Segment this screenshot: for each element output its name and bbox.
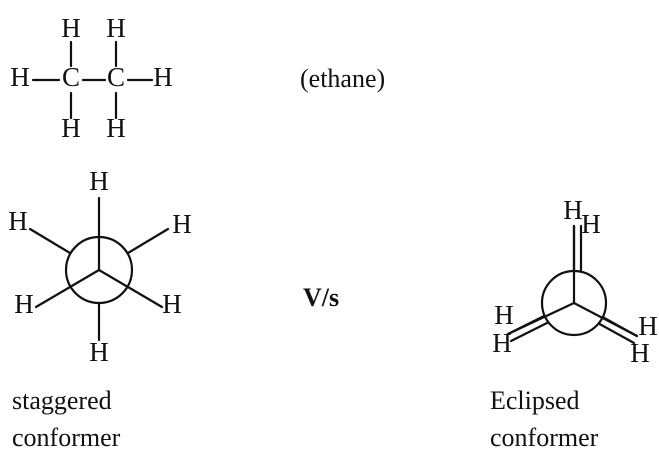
eclipsed-caption-line1: Eclipsed xyxy=(490,386,580,415)
front-bond-lower-left-ext xyxy=(34,285,72,309)
hydrogen-atom: H xyxy=(106,13,126,43)
hydrogen-atom: H xyxy=(581,209,601,239)
versus-label: V/s xyxy=(303,283,339,312)
carbon-atom: C xyxy=(107,62,125,92)
hydrogen-atom: H xyxy=(172,209,192,239)
front-bond-lower-right xyxy=(97,268,130,289)
hydrogen-atom: H xyxy=(61,13,81,43)
front-bond-lower-right-inner xyxy=(572,301,639,338)
rear-bond-upper-right xyxy=(126,227,170,255)
ethane-caption: (ethane) xyxy=(300,64,385,93)
hydrogen-atom: H xyxy=(89,337,109,367)
carbon-atom: C xyxy=(62,62,80,92)
rear-bond-lower-left xyxy=(509,319,553,343)
rear-bond-lower-right xyxy=(594,320,636,345)
front-bond-lower-left-inner xyxy=(506,301,576,336)
hydrogen-atom: H xyxy=(162,289,182,319)
staggered-newman-projection: H H H H H H xyxy=(8,166,192,367)
hydrogen-atom: H xyxy=(563,195,583,225)
hydrogen-atom: H xyxy=(10,62,30,92)
staggered-caption-line1: staggered xyxy=(12,386,112,415)
eclipsed-newman-projection: H H H H H H xyxy=(492,195,658,368)
hydrogen-atom: H xyxy=(492,328,512,358)
hydrogen-atom: H xyxy=(630,338,650,368)
hydrogen-atom: H xyxy=(61,113,81,143)
staggered-caption-line2: conformer xyxy=(12,423,121,452)
hydrogen-atom: H xyxy=(8,206,28,236)
hydrogen-atom: H xyxy=(106,113,126,143)
hydrogen-atom: H xyxy=(89,166,109,196)
eclipsed-caption-line2: conformer xyxy=(490,423,599,452)
hydrogen-atom: H xyxy=(14,289,34,319)
front-bond-lower-left xyxy=(68,268,101,289)
front-bond-lower-right-ext xyxy=(126,285,164,309)
hydrogen-atom: H xyxy=(153,62,173,92)
rear-bond-upper-left xyxy=(28,227,72,255)
ethane-structural-formula: H H H C C H H H xyxy=(10,13,173,143)
hydrogen-atom: H xyxy=(494,300,514,330)
hydrogen-atom: H xyxy=(638,311,658,341)
